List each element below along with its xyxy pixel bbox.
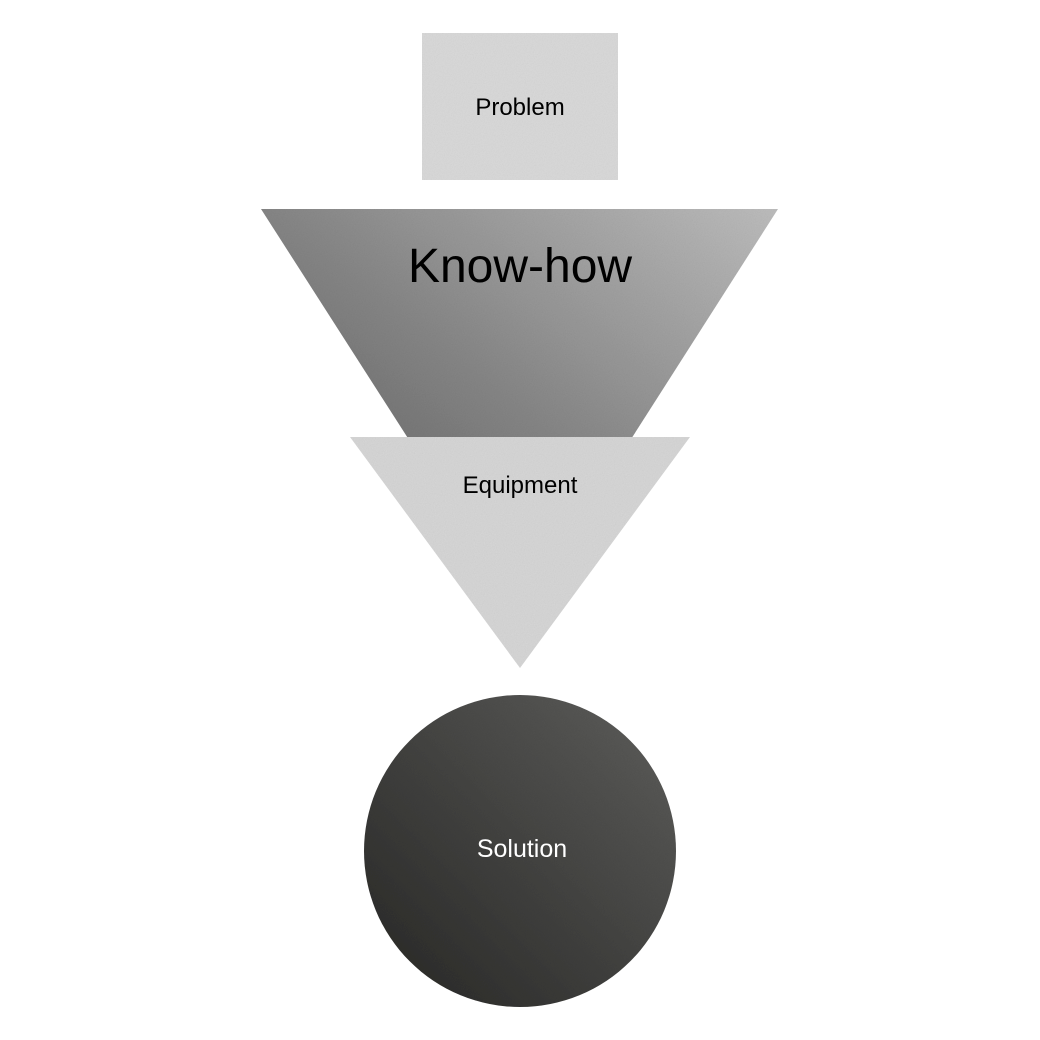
knowhow-triangle: Know-how (261, 209, 778, 613)
solution-label: Solution (477, 835, 567, 863)
problem-box: Problem (422, 33, 618, 180)
equipment-label: Equipment (463, 472, 578, 499)
equipment-triangle: Equipment (350, 437, 690, 668)
solution-circle: Solution (364, 695, 676, 1007)
knowhow-label: Know-how (408, 240, 632, 293)
problem-label: Problem (475, 94, 564, 121)
